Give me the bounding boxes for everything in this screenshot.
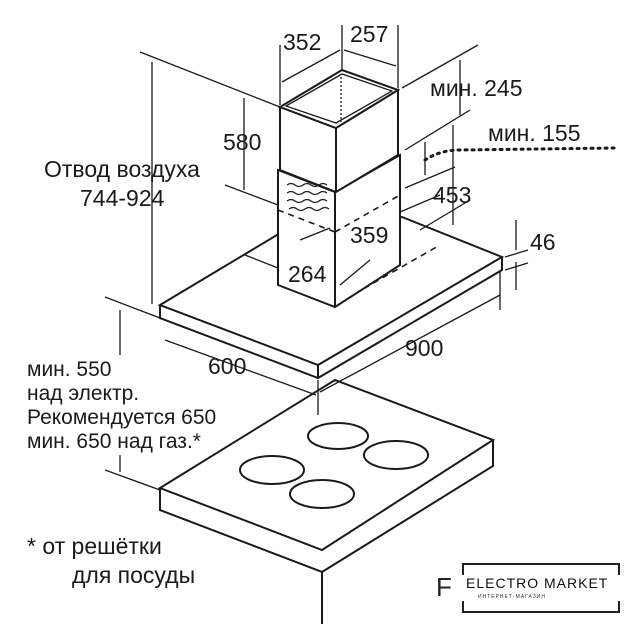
chimney <box>277 68 401 309</box>
burner <box>307 422 369 450</box>
footnote-line: * от решётки <box>27 533 162 559</box>
burner <box>289 479 355 509</box>
logo-title: ELECTRO MARKET <box>466 575 609 591</box>
footnote-line: для посуды <box>72 562 195 588</box>
dim-canopy-thickness: 46 <box>530 229 556 255</box>
dim-hood-width: 900 <box>405 335 443 361</box>
dim-hood-depth: 600 <box>208 353 246 379</box>
clearance-note: мин. 550 <box>27 358 111 381</box>
dim-lower-chimney: 453 <box>433 182 471 208</box>
clearance-note: Рекомендуется 650 <box>27 406 216 429</box>
dim-chimney-depth: 257 <box>350 21 388 47</box>
clearance-note: мин. 650 над газ.* <box>27 430 201 453</box>
dim-chimney-width: 352 <box>283 29 321 55</box>
clearance-note: над электр. <box>27 382 139 405</box>
air-exhaust-label: Отвод воздуха <box>44 156 200 182</box>
electro-market-logo: ELECTRO MARKET ИНТЕРНЕТ-МАГАЗИН <box>462 563 620 613</box>
vent-grille <box>286 182 330 212</box>
dim-min-bottom: мин. 155 <box>488 120 581 146</box>
dim-inner-width: 264 <box>288 261 327 287</box>
dimension-lines <box>104 25 617 491</box>
dim-inner-depth: 359 <box>350 222 388 248</box>
dim-min-top: мин. 245 <box>430 75 523 101</box>
cooktop <box>157 378 496 624</box>
burner <box>239 455 305 485</box>
logo-subtitle: ИНТЕРНЕТ-МАГАЗИН <box>478 594 546 600</box>
dim-upper-chimney: 580 <box>223 129 261 155</box>
air-exhaust-range: 744-924 <box>80 185 165 211</box>
burner <box>363 440 429 470</box>
watermark-letter: F <box>436 572 452 602</box>
